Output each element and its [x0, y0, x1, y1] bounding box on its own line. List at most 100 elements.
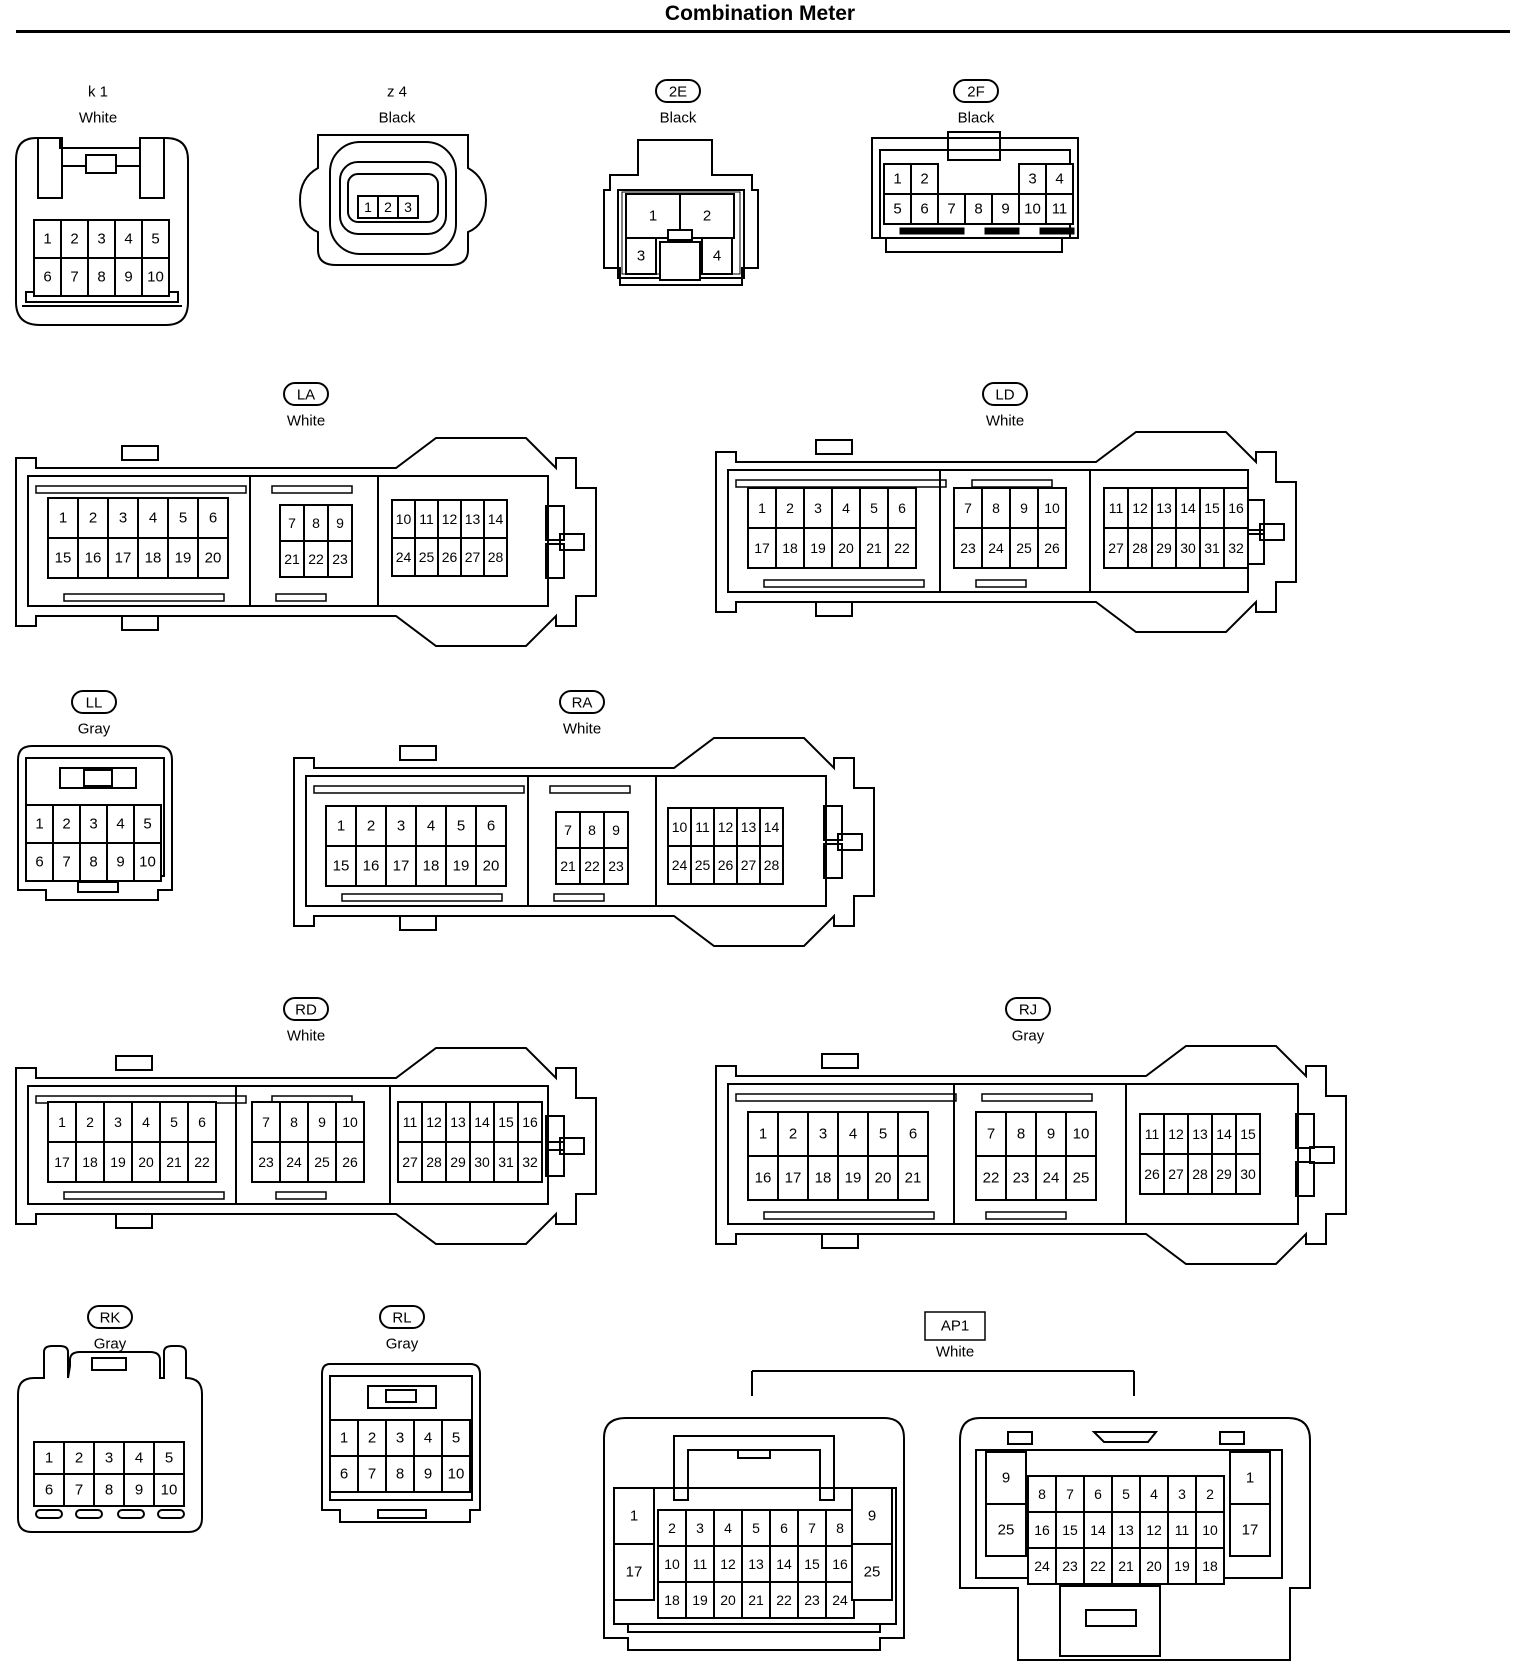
pin-cell	[1103, 487, 1129, 529]
pin-cell	[775, 527, 805, 569]
pin-cell	[975, 1155, 1007, 1201]
pin-cell	[887, 527, 917, 569]
pin-number: 27	[402, 1154, 418, 1170]
pin-cell	[851, 1543, 893, 1601]
pin-cell	[1139, 1511, 1169, 1549]
pin-cell	[159, 1101, 189, 1143]
pin-number: 23	[804, 1592, 820, 1608]
housing-outline	[659, 241, 701, 281]
pin-cell	[197, 497, 229, 539]
pin-number: 7	[288, 515, 296, 531]
connector-color: Black	[379, 110, 416, 127]
pin-number: 28	[1132, 540, 1148, 556]
pin-number: 15	[498, 1114, 514, 1130]
pin-number: 15	[333, 858, 350, 875]
pin-number: 13	[1192, 1126, 1208, 1142]
pin-number: 22	[194, 1154, 210, 1170]
pin-number: 18	[82, 1154, 98, 1170]
housing-outline	[341, 893, 503, 902]
pin-number: 14	[764, 819, 780, 835]
pin-cell	[1035, 1155, 1067, 1201]
pin-number: 3	[119, 510, 127, 527]
pin-number: 1	[630, 1508, 638, 1525]
pin-number: 19	[1174, 1558, 1190, 1574]
pin-number: 3	[637, 248, 645, 265]
pin-cell	[75, 1141, 105, 1183]
pin-number: 9	[1047, 1126, 1055, 1143]
pin-cell	[747, 527, 777, 569]
housing-outline	[627, 1623, 881, 1633]
pin-cell	[517, 1101, 543, 1143]
pin-number: 25	[314, 1154, 330, 1170]
pin-number: 7	[368, 1466, 376, 1483]
pin-cell	[837, 1111, 869, 1157]
pin-number: 11	[1145, 1126, 1160, 1142]
pin-cell	[60, 257, 89, 297]
pin-cell	[859, 487, 889, 529]
pin-number: 6	[35, 854, 43, 871]
housing-outline	[399, 915, 437, 931]
pin-cell	[335, 1101, 365, 1143]
housing-outline	[929, 227, 965, 235]
pin-number: 2	[75, 1450, 83, 1467]
pin-number: 4	[149, 510, 157, 527]
pin-number: 4	[124, 231, 132, 248]
pin-number: 3	[404, 199, 412, 215]
pin-number: 21	[866, 540, 882, 556]
pin-number: 5	[879, 1126, 887, 1143]
pin-number: 2	[86, 1114, 94, 1130]
housing-outline	[985, 1211, 1067, 1220]
pin-number: 19	[810, 540, 826, 556]
pin-number: 1	[340, 1430, 348, 1447]
pin-cell	[325, 805, 357, 847]
pin-number: 8	[290, 1114, 298, 1130]
pin-number: 16	[363, 858, 380, 875]
pin-number: 1	[58, 1114, 66, 1130]
pin-cell	[910, 193, 939, 225]
pin-cell	[1223, 527, 1249, 569]
pin-number: 20	[720, 1592, 736, 1608]
connector-code-badge	[1005, 997, 1051, 1021]
pin-number: 25	[998, 1522, 1015, 1539]
pin-cell	[985, 1451, 1027, 1505]
pin-cell	[469, 1101, 495, 1143]
pin-number: 2	[668, 1520, 676, 1536]
housing-outline	[293, 737, 875, 947]
pin-number: 4	[849, 1126, 857, 1143]
pin-number: 17	[115, 550, 132, 567]
pin-number: 27	[741, 857, 757, 873]
pin-cell	[613, 1487, 655, 1545]
connector-code-badge	[953, 79, 999, 103]
pin-number: 15	[55, 550, 72, 567]
pin-number: 4	[427, 818, 435, 835]
pin-cell	[397, 1141, 423, 1183]
connector-code-box	[924, 1311, 986, 1341]
pin-number: 7	[987, 1126, 995, 1143]
connector-code: LL	[86, 695, 103, 712]
pin-number: 17	[626, 1564, 643, 1581]
pin-cell	[1163, 1113, 1189, 1155]
housing-outline	[139, 137, 165, 199]
pin-number: 22	[983, 1170, 1000, 1187]
pin-number: 17	[785, 1170, 802, 1187]
pin-number: 1	[35, 816, 43, 833]
pin-number: 13	[1156, 500, 1172, 516]
connector-color: Gray	[94, 1336, 127, 1353]
pin-cell	[1229, 1503, 1271, 1557]
pin-number: 9	[1020, 500, 1028, 516]
pin-number: 24	[988, 540, 1004, 556]
pin-number: 6	[43, 269, 51, 286]
pin-number: 23	[332, 551, 348, 567]
pin-number: 11	[695, 819, 710, 835]
pin-number: 5	[752, 1520, 760, 1536]
pin-number: 7	[1066, 1486, 1074, 1502]
housing-outline	[271, 485, 353, 494]
pin-cell	[1103, 527, 1129, 569]
connector-color: Gray	[386, 1336, 419, 1353]
housing-outline	[549, 785, 631, 794]
pin-cell	[985, 1503, 1027, 1557]
pin-number: 26	[1044, 540, 1060, 556]
pin-cell	[187, 1101, 217, 1143]
